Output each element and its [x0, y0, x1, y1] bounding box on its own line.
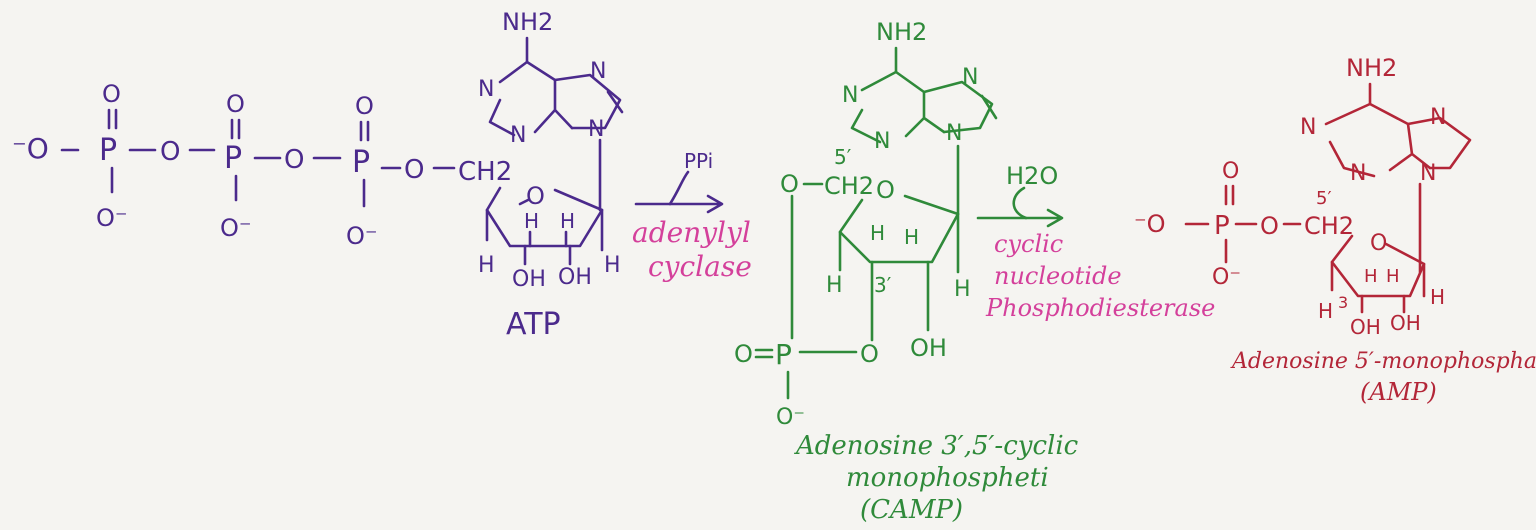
amp-ester-oxygen: O [1260, 212, 1279, 240]
amp-3prime: 3 [1338, 293, 1348, 312]
amp-molecule: NH2 N N N N O ⁻O P O 5′ CH2 O⁻ O H H H 3… [1134, 54, 1536, 406]
atp-oh-2: OH [512, 267, 546, 292]
camp-n-c: N [962, 65, 978, 90]
camp-ch2: CH2 [824, 172, 874, 200]
camp-name-line3: (CAMP) [860, 495, 963, 525]
camp-5prime: 5′ [834, 145, 852, 169]
amp-n-d: N [1420, 161, 1436, 186]
camp-3prime: 3′ [874, 273, 892, 297]
atp-molecule: ⁻O O P O⁻ O O P O⁻ O O P O⁻ O CH2 O [12, 8, 624, 342]
atp-h-c3: H [560, 209, 575, 233]
atp-p1-oxygen-top: O [102, 80, 121, 108]
amp-n-a: N [1300, 115, 1316, 140]
camp-molecule: NH2 N N N N 5′ O CH2 O H H H H 3′ OH O P… [734, 18, 1079, 525]
amp-terminal-oxygen: ⁻O [1134, 210, 1166, 238]
camp-h-3: H [826, 273, 843, 298]
atp-ring-oxygen: O [526, 182, 545, 210]
camp-name-line1: Adenosine 3′,5′-cyclic [794, 431, 1079, 461]
atp-bridge-oxygen-2: O [284, 145, 304, 175]
camp-o3: O [860, 340, 879, 368]
camp-h-2: H [904, 225, 919, 249]
atp-n9: N [588, 117, 604, 142]
pyrophosphate-label: PPi [684, 149, 713, 173]
reaction-1: PPi adenylyl cyclase [632, 149, 752, 283]
amp-h-2: H [1386, 266, 1400, 287]
pde-line2: nucleotide [994, 262, 1122, 290]
atp-ester-oxygen: O [404, 155, 424, 185]
atp-h-c4: H [478, 253, 495, 278]
camp-h-1: H [870, 221, 885, 245]
amp-5prime: 5′ [1316, 188, 1332, 209]
amp-h-3: H [1318, 299, 1333, 323]
camp-o-double: O [734, 340, 753, 368]
atp-oh-3: OH [558, 265, 592, 290]
camp-oh: OH [910, 334, 947, 362]
camp-amine: NH2 [876, 18, 927, 46]
atp-p1: P [99, 133, 117, 168]
camp-o5: O [780, 170, 799, 198]
pde-line3: Phosphodiesterase [985, 294, 1215, 322]
water-label: H2O [1006, 162, 1058, 190]
amp-ring-oxygen: O [1370, 231, 1387, 256]
atp-p2-oxygen-top: O [226, 90, 245, 118]
camp-n-a: N [842, 83, 858, 108]
amp-phosphate-oxygen-top: O [1222, 159, 1239, 184]
amp-ch2: CH2 [1304, 212, 1354, 240]
camp-h-4: H [954, 277, 971, 302]
amp-n-c: N [1430, 105, 1446, 130]
atp-p2-neg-oxygen: O⁻ [220, 214, 252, 242]
atp-n3: N [510, 123, 526, 148]
amp-name-line1: Adenosine 5′-monophosphate [1230, 349, 1536, 374]
amp-n-b: N [1350, 161, 1366, 186]
atp-p3-neg-oxygen: O⁻ [346, 222, 378, 250]
amp-amine: NH2 [1346, 54, 1397, 82]
atp-p1-neg-oxygen: O⁻ [96, 204, 128, 232]
atp-p2: P [224, 141, 242, 176]
pde-line1: cyclic [994, 230, 1063, 258]
camp-p: P [775, 338, 792, 371]
atp-p3-oxygen-top: O [355, 92, 374, 120]
atp-ch2: CH2 [458, 157, 512, 187]
amp-h-1: H [1364, 266, 1378, 287]
camp-name-line2: monophospheti [846, 463, 1049, 493]
atp-label: ATP [506, 307, 561, 342]
amp-h-4: H [1430, 285, 1445, 309]
atp-bridge-oxygen-1: O [160, 137, 180, 167]
adenylyl-cyclase-line1: adenylyl [632, 216, 751, 249]
camp-n-d: N [946, 121, 962, 146]
atp-h-c1: H [604, 253, 621, 278]
camp-ring-oxygen: O [876, 176, 895, 204]
camp-neg-oxygen: O⁻ [776, 405, 805, 430]
amp-p: P [1214, 211, 1230, 241]
atp-h-c2: H [524, 209, 539, 233]
amp-oh-3: OH [1390, 311, 1421, 335]
reaction-2: H2O cyclic nucleotide Phosphodiesterase [976, 162, 1215, 322]
amp-oh-2: OH [1350, 315, 1381, 339]
amp-neg-oxygen: O⁻ [1212, 265, 1241, 290]
atp-n7: N [590, 59, 606, 84]
atp-terminal-oxygen: ⁻O [12, 132, 49, 165]
camp-n-b: N [874, 129, 890, 154]
amp-name-line2: (AMP) [1360, 378, 1437, 406]
adenylyl-cyclase-line2: cyclase [648, 250, 752, 283]
atp-n1: N [478, 77, 494, 102]
atp-p3: P [352, 145, 370, 180]
atp-amine: NH2 [502, 8, 553, 36]
